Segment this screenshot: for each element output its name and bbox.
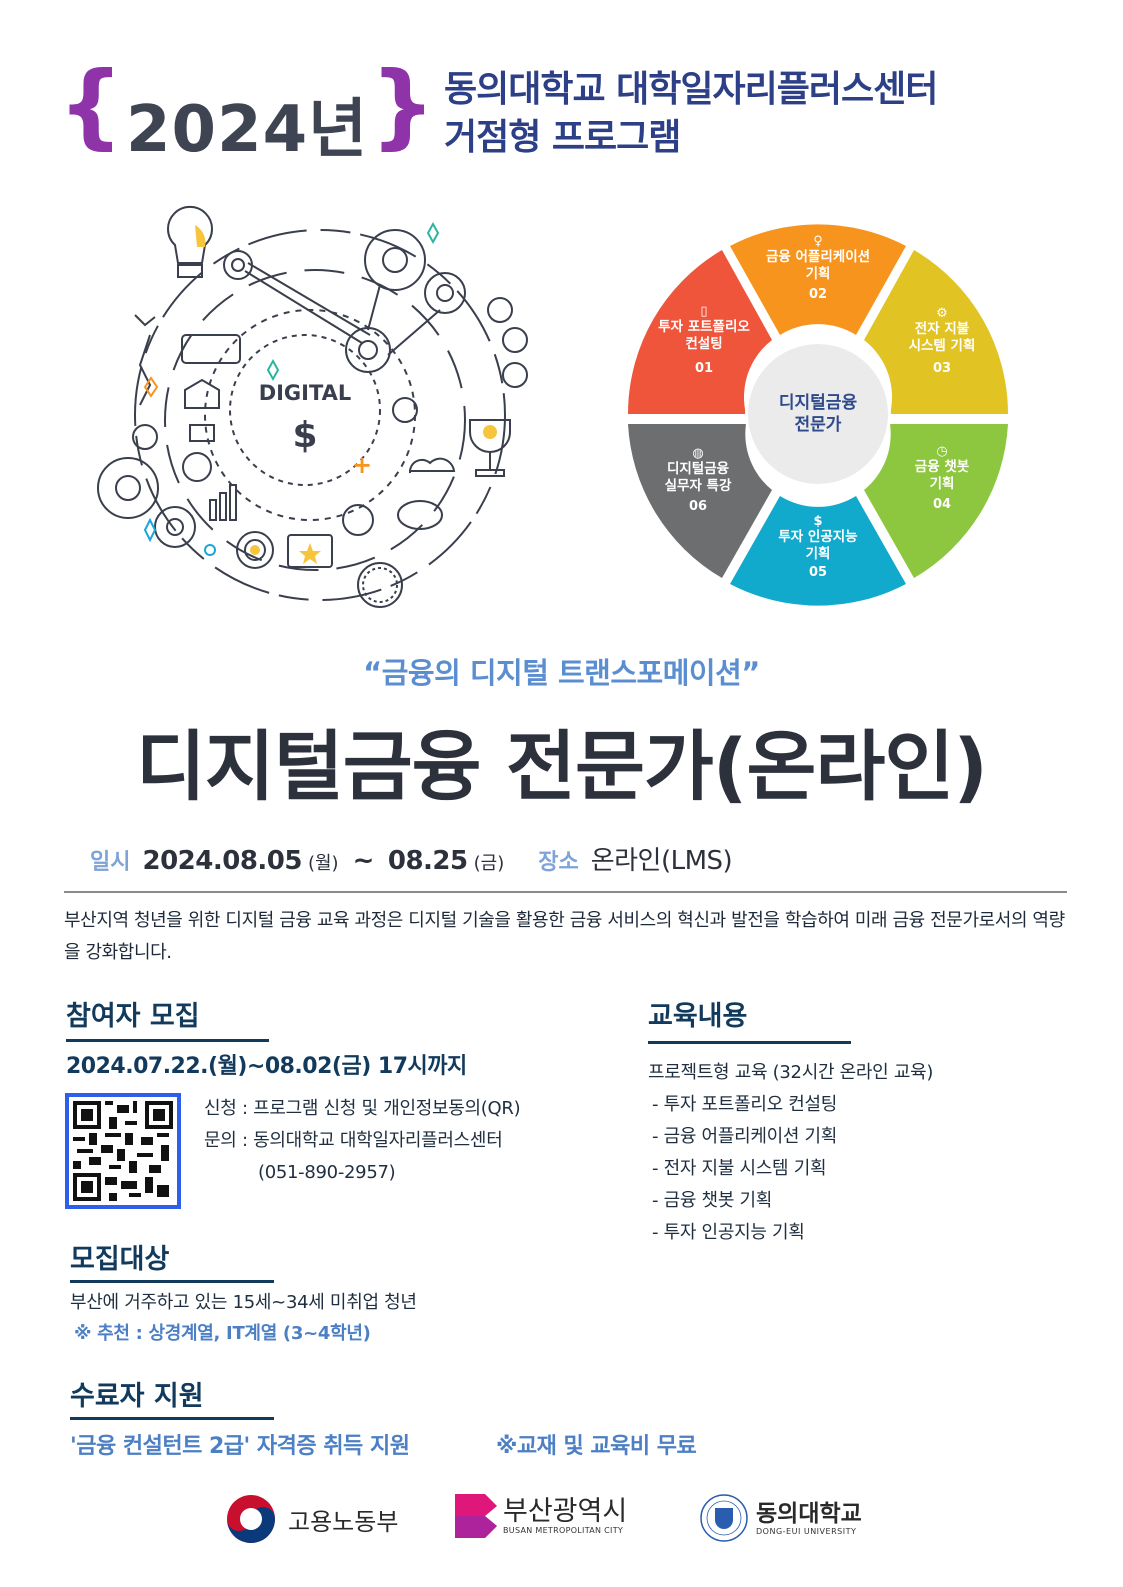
illustration-dollar-label: $ (292, 415, 317, 456)
date-label: 일시 (90, 850, 131, 875)
wheel-segment-01-line2: 컨설팅 (685, 336, 723, 352)
program-description: 부산지역 청년을 위한 디지털 금융 교육 과정은 디지털 기술을 활용한 금융… (64, 910, 1065, 963)
wheel-segment-02-line1: 금융 어플리케이션 (765, 249, 871, 265)
smartphone-icon: ▯ (700, 304, 708, 319)
wheel-segment-06-num: 06 (688, 499, 708, 514)
date-end: 08.25 (387, 846, 468, 876)
wheel-segment-05: $ 투자 인공지능 기획 05 (758, 514, 878, 580)
recruit-title-underline (66, 1039, 269, 1042)
date-start-day: (월) (307, 853, 339, 874)
dong-eui-name: 동의대학교 (756, 1500, 862, 1527)
wheel-segment-03-num: 03 (932, 361, 952, 376)
wheel-segment-05-line2: 기획 (805, 546, 831, 562)
logo-ministry-of-labor: 고용노동부 (226, 1494, 398, 1544)
curriculum-intro: 프로젝트형 교육 (32시간 온라인 교육) (648, 1062, 934, 1083)
illustration-digital-label: DIGITAL (259, 381, 352, 405)
wheel-segment-01: ▯ 투자 포트폴리오 컨설팅 01 (644, 304, 764, 376)
curriculum-item: - 금융 어플리케이션 기획 (652, 1126, 838, 1147)
busan-city-english: BUSAN METROPOLITAN CITY (503, 1525, 624, 1535)
org-title-line2: 거점형 프로그램 (444, 117, 681, 158)
place-label: 장소 (538, 850, 579, 875)
support-free-note: ※교재 및 교육비 무료 (496, 1434, 697, 1459)
qr-code[interactable] (65, 1093, 181, 1209)
wheel-segment-06: ◍ 디지털금융 실무자 특강 06 (638, 446, 758, 514)
logo-busan-city: 부산광역시 BUSAN METROPOLITAN CITY (455, 1494, 627, 1538)
org-title: 동의대학교 대학일자리플러스센터 거점형 프로그램 (444, 66, 938, 162)
wheel-segment-02-num: 02 (808, 287, 828, 302)
brace-open: { (58, 52, 124, 159)
wheel-segment-03-line1: 전자 지불 (914, 321, 970, 337)
curriculum-wheel: ▯ 투자 포트폴리오 컨설팅 01 ♀ 금융 어플리케이션 기획 02 ⚙ 전자… (620, 220, 1020, 610)
inquiry-phone: (051-890-2957) (258, 1162, 396, 1183)
recruit-section-title: 참여자 모집 (66, 1001, 200, 1032)
clock-icon: ◷ (936, 444, 948, 459)
wheel-segment-05-line1: 투자 인공지능 (778, 529, 858, 545)
curriculum-item: - 투자 포트폴리오 컨설팅 (652, 1094, 838, 1115)
wheel-segment-06-line2: 실무자 특강 (664, 478, 732, 494)
target-section-title: 모집대상 (70, 1244, 170, 1275)
wheel-segment-06-line1: 디지털금융 (666, 461, 730, 477)
globe-icon: ◍ (692, 446, 704, 461)
dong-eui-english: DONG-EUI UNIVERSITY (756, 1526, 857, 1536)
place-value: 온라인(LMS) (590, 846, 733, 876)
year-title: 2024년 (126, 93, 369, 167)
qr-code-icon (73, 1101, 173, 1201)
wheel-segment-04-num: 04 (932, 497, 952, 512)
money-plant-icon: $ (813, 514, 823, 529)
inquiry-info: 문의 : 동의대학교 대학일자리플러스센터 (204, 1130, 503, 1151)
ministry-of-labor-name: 고용노동부 (288, 1507, 399, 1536)
lightbulb-icon: ♀ (813, 234, 823, 249)
wheel-segment-01-line1: 투자 포트폴리오 (658, 319, 750, 335)
curriculum-item: - 금융 챗봇 기획 (652, 1190, 773, 1211)
wheel-segment-02-line2: 기획 (805, 266, 831, 282)
wheel-segment-02: ♀ 금융 어플리케이션 기획 02 (748, 234, 888, 302)
digital-finance-illustration: DIGITAL $ + (90, 205, 550, 620)
wheel-hub-line2: 전문가 (794, 415, 842, 435)
gear-icon: ⚙ (936, 306, 948, 321)
wheel-segments-icon (628, 224, 1008, 606)
target-title-underline (70, 1280, 274, 1283)
curriculum-item: - 투자 인공지능 기획 (652, 1222, 805, 1243)
wheel-segment-03: ⚙ 전자 지불 시스템 기획 03 (882, 306, 1002, 376)
wheel-hub-line1: 디지털금융 (778, 393, 858, 413)
wheel-hub: 디지털금융 전문가 (748, 344, 888, 484)
support-certificate: '금융 컨설턴트 2급' 자격증 취득 지원 (70, 1434, 410, 1459)
date-end-day: (금) (473, 853, 505, 874)
logo-dong-eui-university: 동의대학교 DONG-EUI UNIVERSITY (700, 1494, 862, 1542)
wheel-segment-01-num: 01 (694, 361, 714, 376)
divider (64, 891, 1067, 893)
apply-info: 신청 : 프로그램 신청 및 개인정보동의(QR) (204, 1098, 521, 1119)
wheel-segment-04-line1: 금융 챗봇 (914, 459, 970, 475)
curriculum-item: - 전자 지불 시스템 기획 (652, 1158, 827, 1179)
brace-close: } (370, 52, 436, 159)
busan-city-name: 부산광역시 (503, 1495, 628, 1527)
main-title: 디지털금융 전문가(온라인) (135, 722, 988, 811)
dong-eui-emblem-icon (700, 1494, 748, 1542)
recruit-period: 2024.07.22.(월)~08.02(금) 17시까지 (66, 1054, 467, 1079)
subtitle-quote: “금융의 디지털 트랜스포메이션” (363, 656, 760, 690)
curriculum-section-title: 교육내용 (648, 1001, 748, 1032)
date-tilde: ~ (352, 846, 375, 876)
wheel-segment-03-line2: 시스템 기획 (908, 338, 976, 354)
taegeuk-logo-icon (227, 1495, 275, 1543)
support-title-underline (70, 1417, 274, 1420)
target-description: 부산에 거주하고 있는 15세~34세 미취업 청년 (70, 1292, 417, 1313)
date-start: 2024.08.05 (142, 846, 302, 876)
curriculum-title-underline (648, 1041, 851, 1044)
target-recommendation: ※ 추천 : 상경계열, IT계열 (3~4학년) (74, 1323, 371, 1344)
busan-logo-icon (455, 1494, 497, 1538)
schedule-row: 일시 2024.08.05 (월) ~ 08.25 (금) 장소 온라인(LMS… (90, 840, 733, 877)
support-section-title: 수료자 지원 (70, 1381, 204, 1412)
illustration-art-icon: DIGITAL $ + (97, 205, 528, 608)
svg-text:+: + (352, 451, 372, 479)
wheel-segment-05-num: 05 (808, 565, 828, 580)
wheel-segment-04-line2: 기획 (929, 476, 955, 492)
org-title-line1: 동의대학교 대학일자리플러스센터 (444, 69, 938, 110)
wheel-segment-04: ◷ 금융 챗봇 기획 04 (882, 444, 1002, 512)
